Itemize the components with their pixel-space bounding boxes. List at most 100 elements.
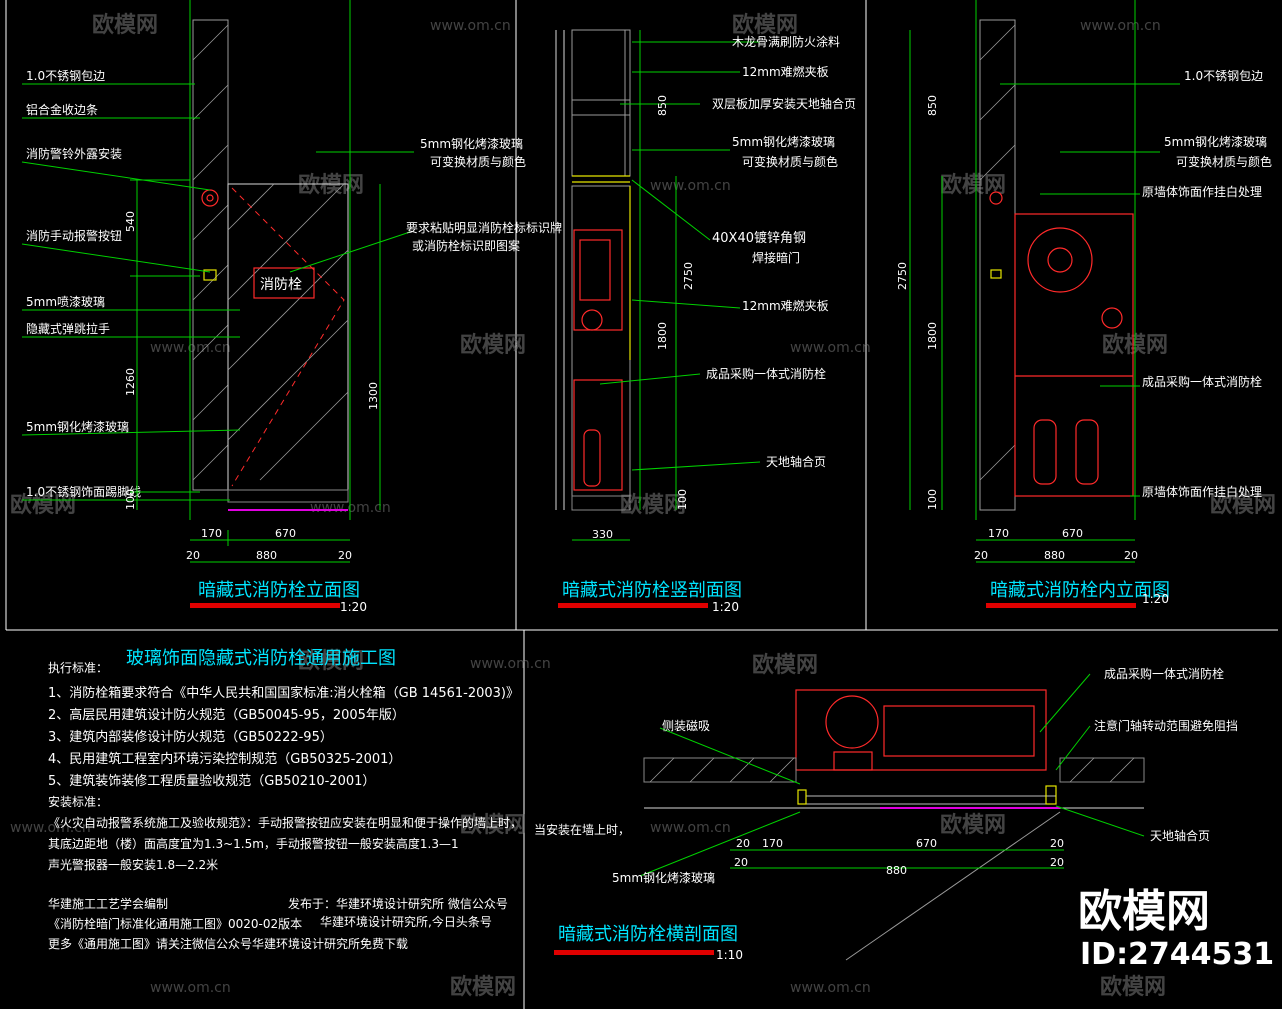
panel-scale: 1:20 [340,600,367,614]
fire-extinguisher-icon [1075,419,1099,485]
label-fire-board: 12mm难燃夹板 [742,64,829,79]
label-skirting: 1.0不锈钢饰面踢脚线 [26,484,141,499]
hydrant-valve-icon [1101,307,1123,329]
label-integrated-hydrant: 成品采购一体式消防栓 [1142,374,1262,389]
extinguisher-bay [573,379,623,491]
panel-scale: 1:10 [716,948,743,962]
watermark-text: 欧模网 [298,648,364,674]
fire-extinguisher-icon [1033,419,1057,485]
door-swing-line [845,811,1061,961]
label-alarm-bell: 消防警铃外露安装 [26,146,122,161]
dim-label: 2750 [896,262,909,290]
wall-section [979,19,1016,511]
watermark-text: 欧模网 [92,12,158,38]
dim-label: 100 [676,489,689,510]
title-underline [554,950,714,955]
dim-label: 20 [974,549,988,562]
dim-label: 20 [734,856,748,869]
panel-title: 暗藏式消防栓内立面图 [990,580,1170,601]
dim-label: 170 [201,527,222,540]
alarm-bell-icon [989,191,1003,205]
glass-door [227,183,349,491]
hose-reel-hub [1047,247,1073,273]
watermark-text: 欧模网 [298,172,364,198]
dim-label: 20 [186,549,200,562]
notes-standard-title: 执行标准： [48,661,108,675]
hose-reel-box [573,229,623,331]
label-weld-door: 焊接暗门 [752,250,800,265]
watermark-text: 欧模网 [620,492,686,518]
watermark-text: 欧模网 [450,974,516,1000]
label-tempered-glass: 5mm钢化烤漆玻璃 [26,419,129,434]
notes-install-line: 声光警报器一般安装1.8—2.2米 [48,857,218,872]
alarm-bell-inner [206,194,214,202]
watermark-text: 欧模网 [940,172,1006,198]
panel-elevation: 消防栓 1.0不锈钢包边 铝合金收边条 消防警铃外露安装 消防手动报警按钮 5m… [21,0,562,614]
dim-label: 170 [762,837,783,850]
manual-alarm-button-icon [990,269,1002,279]
dim-label: 20 [1050,856,1064,869]
credit-right: 华建环境设计研究所,今日头条号 [320,914,492,929]
glass-panel-plan [805,795,1057,805]
credit-left: 华建施工工艺学会编制 [48,896,168,911]
hose-reel-icon [1027,227,1093,293]
watermark-layer: 欧模网 欧模网 www.om.cn www.om.cn 欧模网 欧模网 www.… [10,12,1276,1000]
frame-upper [571,29,631,177]
label-tempered-glass-right: 5mm钢化烤漆玻璃 [420,136,523,151]
notes-standard-item: 2、高层民用建筑设计防火规范（GB50045-95，2005年版） [48,707,405,723]
hose-reel [579,239,611,301]
notes-install-line: 《火灾自动报警系统施工及验收规范》：手动报警按钮应安装在明显和便于操作的墙上时， [48,815,522,830]
title-underline [986,603,1136,608]
dim-label: 100 [124,489,137,510]
notes-install-title: 安装标准： [48,794,108,809]
dim-label: 880 [886,864,907,877]
label-pivot-hinge: 天地轴合页 [1150,828,1210,843]
notes-standard-item: 3、建筑内部装修设计防火规范（GB50222-95） [48,729,333,745]
panel1-leaders [21,83,414,501]
title-underline [558,603,708,608]
label-tempered-glass: 5mm钢化烤漆玻璃 [1164,134,1267,149]
watermark-domain: www.om.cn [10,820,91,836]
dim-label: 540 [124,211,137,232]
manual-alarm-button-icon [203,269,217,281]
label-integrated-hydrant: 成品采购一体式消防栓 [1104,666,1224,681]
panel2-leaders [599,41,761,471]
panel-interior-elevation: 1.0不锈钢包边 5mm钢化烤漆玻璃 可变换材质与颜色 原墙体饰面作挂白处理 成… [896,0,1272,608]
panel4-leaders [639,673,1145,877]
watermark-text: 欧模网 [460,812,526,838]
watermark-text: 欧模网 [732,12,798,38]
panel-title: 暗藏式消防栓竖剖面图 [562,580,742,601]
watermark-text: 欧模网 [1210,492,1276,518]
label-magnet-catch: 侧装磁吸 [662,718,710,733]
dim-label: 20 [1124,549,1138,562]
general-notes: 玻璃饰面隐藏式消防栓通用施工图 执行标准： 1、消防栓箱要求符合《中华人民共和国… [48,648,630,951]
dim-label: 850 [656,95,669,116]
watermark-domain: www.om.cn [650,178,731,194]
id-badge-number: ID:2744531 [1080,937,1274,972]
valve-plan-icon [833,751,873,771]
label-tempered-glass: 5mm钢化烤漆玻璃 [732,134,835,149]
wall-hatch [649,757,1135,783]
watermark-domain: www.om.cn [430,18,511,34]
hose-reel-plan [883,705,1035,757]
floor-base [571,495,631,511]
dim-label: 2750 [682,262,695,290]
label-manual-alarm-button: 消防手动报警按钮 [26,228,122,243]
label-hidden-handle: 隐藏式弹跳拉手 [26,321,110,336]
pivot-hinge-plan [1045,785,1057,805]
notes-standard-item: 1、消防栓箱要求符合《中华人民共和国国家标准:消火栓箱（GB 14561-200… [48,685,519,701]
notes-heading: 玻璃饰面隐藏式消防栓通用施工图 [126,648,396,669]
label-integrated-hydrant: 成品采购一体式消防栓 [706,366,826,381]
title-underline [190,603,340,608]
dim-label: 330 [592,528,613,541]
label-timber-keel: 木龙骨满刷防火涂料 [732,34,840,49]
dim-label: 670 [1062,527,1083,540]
panel-vertical-section: 木龙骨满刷防火涂料 12mm难燃夹板 双层板加厚安装天地轴合页 5mm钢化烤漆玻… [555,29,856,614]
label-aluminum-trim: 铝合金收边条 [26,102,98,117]
watermark-domain: www.om.cn [650,820,731,836]
dim-label: 20 [1050,837,1064,850]
hydrant-cabinet [1014,213,1134,497]
wall-left [643,757,797,783]
dim-label: 880 [1044,549,1065,562]
